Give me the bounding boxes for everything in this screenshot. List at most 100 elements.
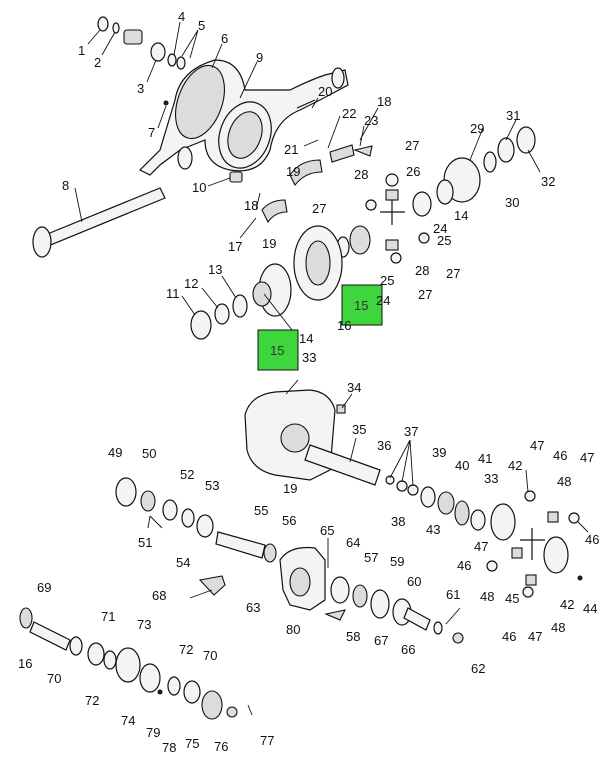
gear-75 bbox=[201, 690, 223, 720]
callout-70-left: 70 bbox=[47, 671, 61, 686]
gear-69 bbox=[19, 607, 33, 629]
part-1 bbox=[97, 16, 109, 32]
carrier-bore bbox=[280, 423, 310, 453]
leader-13 bbox=[221, 275, 237, 299]
part-57 bbox=[330, 576, 350, 604]
bearing-cup-12 bbox=[214, 303, 230, 325]
leader-31 bbox=[505, 119, 517, 141]
leader-18a bbox=[359, 107, 379, 141]
callout-77: 77 bbox=[260, 733, 274, 748]
part-68 bbox=[198, 575, 226, 596]
callout-11: 11 bbox=[166, 286, 180, 301]
highlight-15-left-label: 15 bbox=[270, 343, 284, 358]
bearing-cap-19-top bbox=[289, 159, 323, 187]
housing-spindle-end bbox=[331, 67, 345, 89]
leader-6 bbox=[211, 43, 223, 69]
callout-4: 4 bbox=[178, 9, 185, 24]
callout-55: 55 bbox=[254, 503, 268, 518]
part-58 bbox=[352, 584, 368, 608]
part-70-b bbox=[183, 680, 201, 704]
housing-bowl-inner bbox=[227, 111, 263, 159]
callout-34: 34 bbox=[347, 380, 361, 395]
callout-16-bottom: 16 bbox=[18, 656, 32, 671]
callout-14-left: 14 bbox=[299, 331, 313, 346]
callout-57: 57 bbox=[364, 550, 378, 565]
callout-59: 59 bbox=[390, 554, 404, 569]
part-54 bbox=[196, 514, 214, 538]
callout-50: 50 bbox=[142, 446, 156, 461]
callout-46-right: 46 bbox=[585, 532, 599, 547]
callout-48-bottom: 48 bbox=[551, 620, 565, 635]
washer-27-left bbox=[365, 199, 377, 211]
callout-48-left: 48 bbox=[480, 589, 494, 604]
leader-7 bbox=[157, 105, 167, 129]
highlight-15-top[interactable] bbox=[341, 284, 383, 326]
leader-12 bbox=[201, 287, 219, 309]
callout-60: 60 bbox=[407, 574, 421, 589]
part-33-right bbox=[470, 509, 486, 531]
part-43 bbox=[454, 500, 470, 526]
interaxle-spider bbox=[520, 528, 545, 560]
callout-72-left: 72 bbox=[85, 693, 99, 708]
part-74 bbox=[139, 663, 161, 693]
housing-bore-63 bbox=[289, 567, 311, 597]
callout-47-top: 47 bbox=[530, 438, 544, 453]
callout-46-left: 46 bbox=[457, 558, 471, 573]
washer-46-right bbox=[568, 512, 580, 524]
part-53-a bbox=[181, 508, 195, 528]
spider-cross bbox=[380, 200, 405, 225]
callout-10: 10 bbox=[192, 180, 206, 195]
callout-64: 64 bbox=[346, 535, 360, 550]
callout-22: 22 bbox=[342, 106, 356, 121]
leader-37 bbox=[389, 439, 414, 487]
housing-left-spindle bbox=[177, 146, 193, 170]
part-37-b bbox=[407, 484, 419, 496]
callout-75: 75 bbox=[185, 736, 199, 751]
callout-25-mid: 25 bbox=[380, 273, 394, 288]
part-37-a bbox=[396, 480, 408, 492]
part-34 bbox=[336, 404, 346, 414]
part-71 bbox=[87, 642, 105, 666]
adjuster-11 bbox=[190, 310, 212, 340]
washer-46-left bbox=[486, 560, 498, 572]
interaxle-group bbox=[385, 475, 583, 598]
leader-21 bbox=[303, 139, 319, 147]
highlight-15-left[interactable] bbox=[257, 329, 299, 371]
part-52 bbox=[162, 499, 178, 521]
callout-19-carrier: 19 bbox=[283, 481, 297, 496]
pinion-28-top bbox=[385, 189, 399, 201]
callout-48-right: 48 bbox=[557, 474, 571, 489]
part-10 bbox=[229, 171, 243, 183]
leader-4 bbox=[173, 21, 181, 56]
bearing-cap-19-left bbox=[261, 199, 288, 224]
callout-53: 53 bbox=[205, 478, 219, 493]
part-79 bbox=[157, 689, 163, 695]
part-73 bbox=[115, 647, 141, 683]
leader-61 bbox=[445, 607, 461, 625]
axle-flange bbox=[32, 226, 52, 258]
shaft-55 bbox=[215, 531, 266, 559]
callout-42-bottom: 42 bbox=[560, 597, 574, 612]
part-20 bbox=[296, 99, 316, 109]
callout-8: 8 bbox=[62, 178, 69, 193]
callout-13: 13 bbox=[208, 262, 222, 277]
leader-9 bbox=[239, 61, 258, 99]
callout-62: 62 bbox=[471, 661, 485, 676]
pinion-shaft-35 bbox=[304, 444, 381, 486]
callout-28-bottom: 28 bbox=[415, 263, 429, 278]
callout-31: 31 bbox=[506, 108, 520, 123]
callout-39: 39 bbox=[432, 445, 446, 460]
leader-20 bbox=[311, 97, 319, 109]
callout-46-bottom: 46 bbox=[502, 629, 516, 644]
callout-27-right: 27 bbox=[446, 266, 460, 281]
callout-21: 21 bbox=[284, 142, 298, 157]
leader-68 bbox=[189, 589, 213, 599]
leader-47-top bbox=[525, 469, 529, 493]
leader-1 bbox=[87, 29, 101, 45]
washer-46-top bbox=[524, 490, 536, 502]
part-39 bbox=[420, 486, 436, 508]
callout-58: 58 bbox=[346, 629, 360, 644]
callout-36: 36 bbox=[377, 438, 391, 453]
callout-74: 74 bbox=[121, 713, 135, 728]
